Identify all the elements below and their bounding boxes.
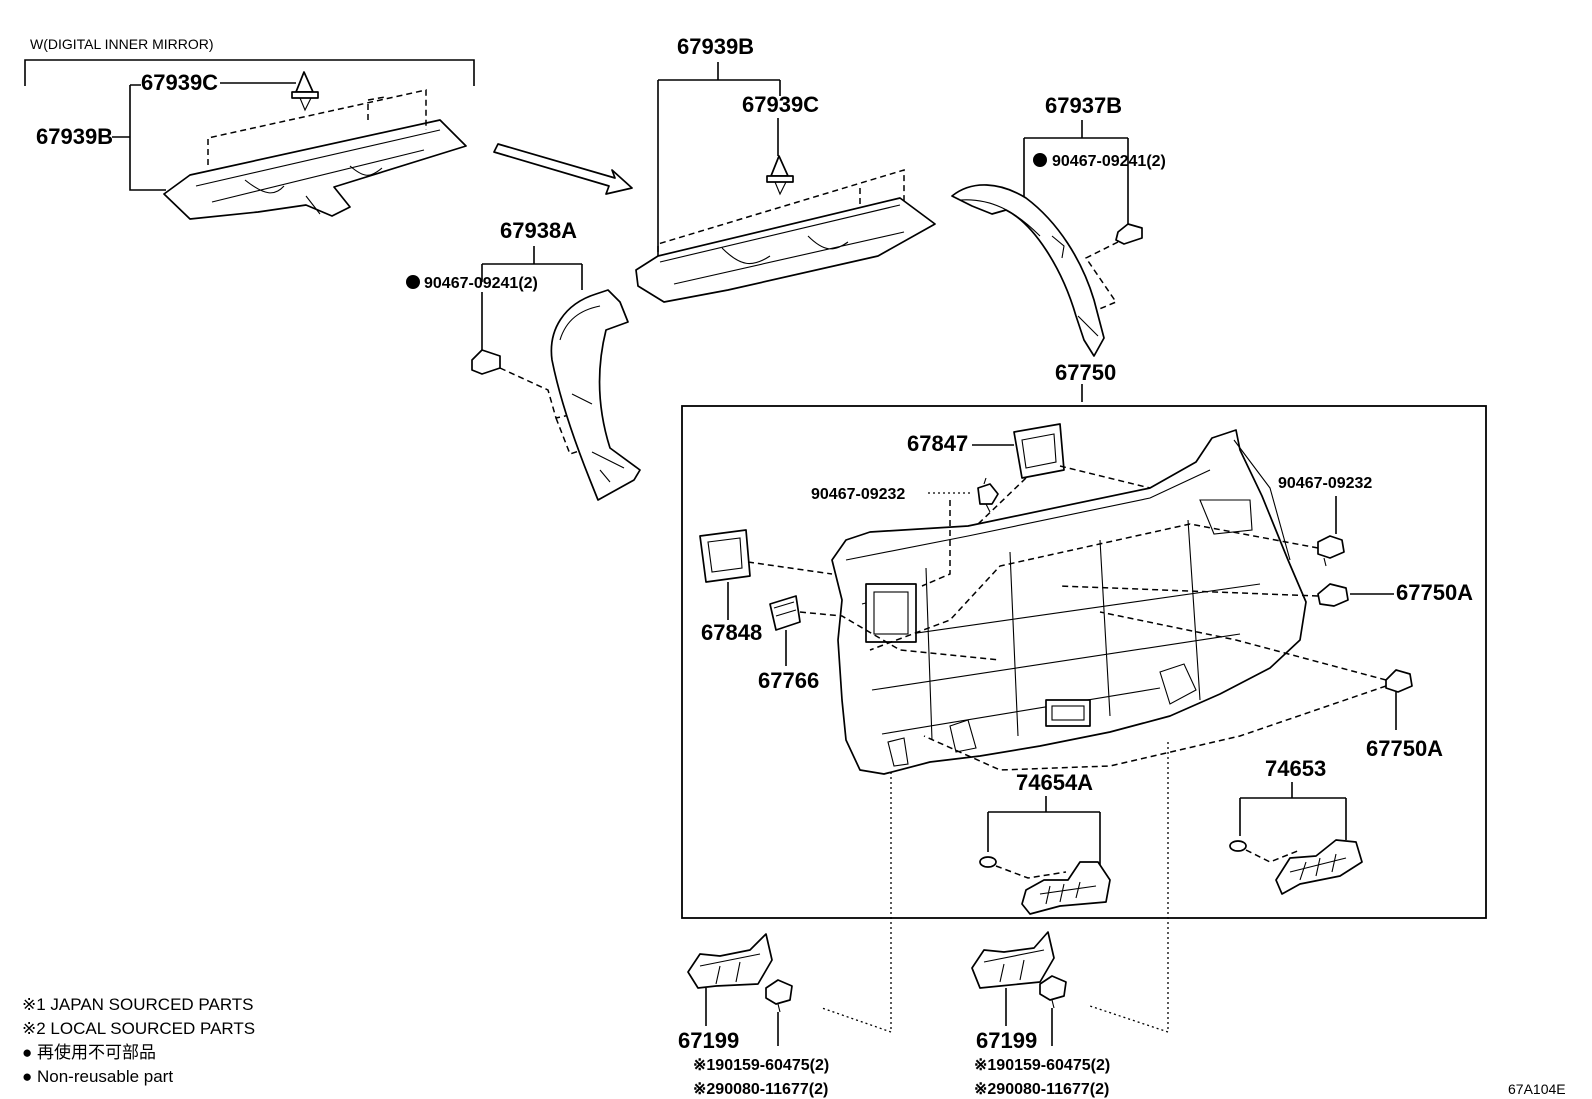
part-67938A-pillar <box>550 289 641 501</box>
label-90467-09232-left: 90467-09232 <box>811 486 905 503</box>
legend-local-sourced: ※2 LOCAL SOURCED PARTS <box>22 1019 255 1038</box>
label-67750: 67750 <box>1055 360 1116 385</box>
washer-74653 <box>1229 840 1247 852</box>
label-67937B: 67937B <box>1045 93 1122 118</box>
label-67939C-left: 67939C <box>141 70 218 95</box>
label-67847: 67847 <box>907 431 968 456</box>
part-74653 <box>1275 839 1363 895</box>
label-190159-60475-left: ※190159-60475(2) <box>693 1057 829 1074</box>
label-90467-09241-left: 90467-09241(2) <box>424 275 538 292</box>
part-67939B-trim <box>635 197 936 303</box>
label-67939C-mid: 67939C <box>742 92 819 117</box>
label-67750A-top: 67750A <box>1396 580 1473 605</box>
clip-90467-09232-left <box>977 477 999 513</box>
label-67939B-left: 67939B <box>36 124 113 149</box>
label-74653: 74653 <box>1265 756 1326 781</box>
clip-67939C-left <box>291 71 319 112</box>
label-290080-11677-right: ※290080-11677(2) <box>974 1081 1109 1098</box>
bolt-left <box>765 979 793 1013</box>
part-67848 <box>699 529 751 583</box>
label-67939B-top: 67939B <box>677 34 754 59</box>
clip-90467-09232-right <box>1317 535 1345 567</box>
part-67750-back-door-trim <box>831 429 1307 775</box>
label-67938A: 67938A <box>500 218 577 243</box>
label-74654A: 74654A <box>1016 770 1093 795</box>
clip-67750A-top <box>1317 583 1349 607</box>
label-290080-11677-left: ※290080-11677(2) <box>693 1081 828 1098</box>
clip-90467-09241-left <box>471 349 501 375</box>
clip-90467-09241-right <box>1115 223 1143 245</box>
drawing-code: 67A104E <box>1508 1081 1566 1097</box>
bolt-right <box>1039 975 1067 1009</box>
label-90467-09232-right: 90467-09232 <box>1278 475 1372 492</box>
part-67766 <box>769 595 801 631</box>
label-67848: 67848 <box>701 620 762 645</box>
label-190159-60475-right: ※190159-60475(2) <box>974 1057 1110 1074</box>
part-67199-right <box>971 931 1055 989</box>
part-74654A <box>1021 861 1111 915</box>
label-67766: 67766 <box>758 668 819 693</box>
clip-67939C-mid <box>766 155 794 196</box>
part-67939B-mirror-trim <box>163 119 467 220</box>
non-reusable-dot <box>406 275 420 289</box>
legend-non-reusable: ● Non-reusable part <box>22 1067 173 1086</box>
label-67199-left: 67199 <box>678 1028 739 1053</box>
assembly-67750-box <box>681 405 1487 919</box>
label-67199-right: 67199 <box>976 1028 1037 1053</box>
washer-74654A <box>979 856 997 868</box>
variant-caption: W(DIGITAL INNER MIRROR) <box>30 36 214 52</box>
label-90467-09241-right: 90467-09241(2) <box>1052 153 1166 170</box>
part-67937B-pillar <box>951 184 1105 357</box>
label-67750A-bottom: 67750A <box>1366 736 1443 761</box>
legend-non-reusable-jp: ● 再使用不可部品 <box>22 1042 156 1062</box>
part-67847 <box>1013 423 1065 479</box>
clip-67750A-bottom <box>1385 669 1413 693</box>
non-reusable-dot <box>1033 153 1047 167</box>
variant-bracket <box>24 59 475 86</box>
part-67199-left <box>687 933 773 989</box>
legend-japan-sourced: ※1 JAPAN SOURCED PARTS <box>22 995 254 1014</box>
arrow-right <box>493 143 633 195</box>
